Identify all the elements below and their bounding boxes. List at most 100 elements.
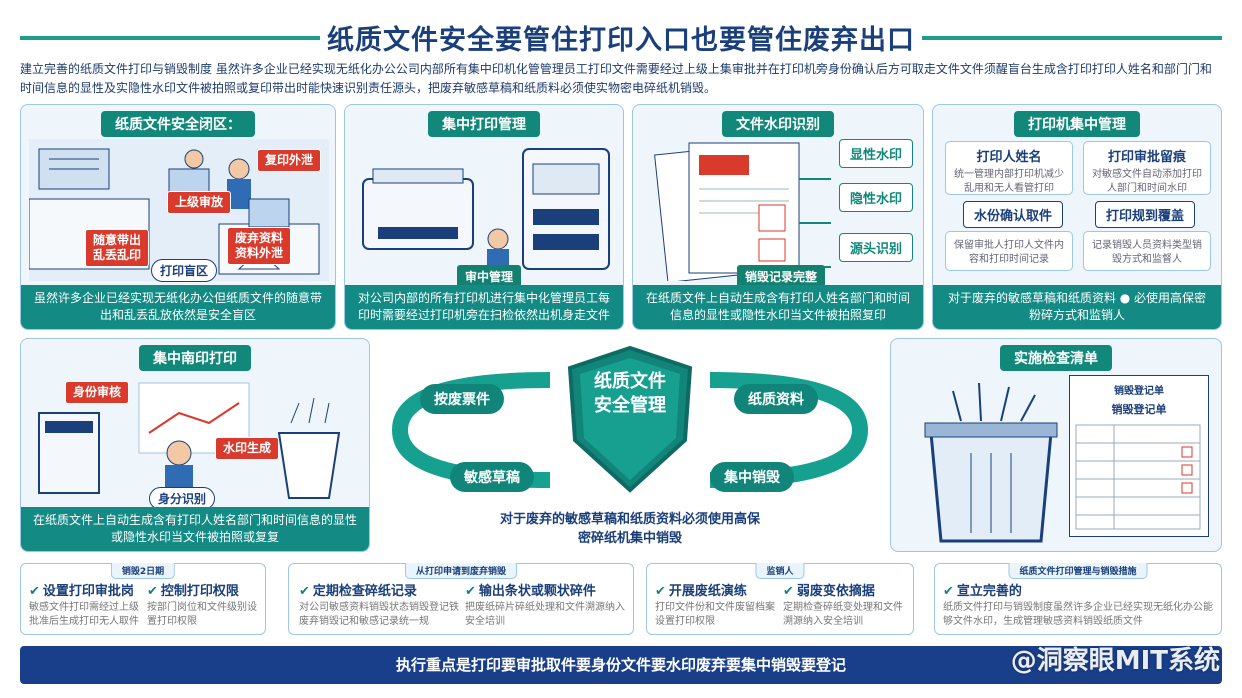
bottom-item: ✔弱废变依摘据 定期检查碎纸变处理和文件溯源纳入安全培训	[783, 580, 909, 629]
bottom-item-desc: 打印文件份和文件废留档案设置打印权限	[655, 602, 775, 627]
bottom-item-desc: 把废纸碎片碎纸处理和文件溯源纳入安全培训	[465, 602, 625, 627]
btn-id-confirm-pickup[interactable]: 水份确认取件	[963, 201, 1063, 228]
tag-destroy-record: 销毁记录完整	[737, 265, 826, 288]
cycle-label-paper-materials: 纸质资料	[734, 384, 818, 414]
tag-blind-spot: 打印盲区	[151, 259, 218, 282]
check-icon: ✔	[29, 584, 40, 599]
tag-watermark-gen: 水印生成	[215, 437, 280, 460]
center-cycle-diagram: 纸质文件 安全管理 按废票件 纸质资料 敏感草稿 集中销毁 对于废弃的敏感草稿和…	[380, 340, 880, 562]
tag-waste-leak: 废弃资料 资料外泄	[227, 227, 292, 265]
bottom-item-desc: 纸质文件打印与销毁制度虽然许多企业已经实现无纸化办公能够文件水印，生成管理敏感资…	[943, 602, 1213, 627]
panel-title: 打印机集中管理	[1014, 111, 1140, 137]
sheet-subtitle: 销毁登记单	[1111, 403, 1167, 416]
bottom-item-title: 输出条状或颗状碎件	[478, 584, 596, 599]
sheet-table-icon	[1075, 424, 1201, 530]
mgmt-box-print-name: 打印人姓名 统一管理内部打印机减少乱用和无人看管打印	[945, 141, 1073, 195]
tag-identity-recog: 身分识别	[149, 487, 216, 510]
check-icon: ✔	[943, 584, 954, 599]
panel-title: 文件水印识别	[722, 111, 834, 137]
bottom-card-tab: 纸质文件打印管理与销毁措施	[1008, 563, 1148, 579]
bottom-item: ✔定期检查碎纸记录 对公司敏感资料销毁状态销毁登记铁废弃销毁记和敏感记录统一规	[299, 580, 459, 629]
panel-central-reprint: 集中南印打印 身份审核 水印生成 身分识别 在纸质文件上自动生成含有打印人姓名部…	[20, 338, 370, 552]
bottom-item: ✔设置打印审批岗 敏感文件打印需经过上级批准后生成打印无人取件	[29, 580, 139, 629]
mgmt-box-retain-record: 保留审批人打印人文件内容和打印时间记录	[945, 231, 1073, 271]
title-divider-right	[922, 36, 1222, 40]
panel-footer: 对于废弃的敏感草稿和纸质资料 ● 必使用高保密粉碎方式和监销人	[933, 285, 1221, 329]
panel-checklist: 实施检查清单 销毁登记单 销毁登记单	[890, 338, 1222, 552]
sheet-title: 销毁登记单	[1114, 386, 1164, 397]
mgmt-box-head: 打印审批留痕	[1107, 150, 1186, 165]
check-icon: ✔	[783, 584, 794, 599]
panel-footer: 对公司内部的所有打印机进行集中化管理员工每印时需要经过打印机旁在扫检依然出机身走…	[345, 285, 623, 329]
bottom-item-desc: 定期检查碎纸变处理和文件溯源纳入安全培训	[783, 602, 903, 627]
summary-bar: 执行重点是打印要审批取件要身份文件要水印废弃要集中销毁要登记	[20, 646, 1222, 684]
panel-central-print: 集中打印管理 审中管理 对公司内部的所有打印机进行集中化管理员工每印时需要经过打…	[344, 104, 624, 330]
bottom-card-4: 纸质文件打印管理与销毁措施 ✔宣立完善的 纸质文件打印与销毁制度虽然许多企业已经…	[934, 563, 1222, 635]
shredder-bin-icon	[924, 382, 1058, 543]
tag-copy-leak: 复印外泄	[257, 149, 322, 172]
panel-title: 纸质文件安全闭区：	[101, 111, 255, 137]
bottom-item-desc: 敏感文件打印需经过上级批准后生成打印无人取件	[29, 602, 139, 627]
tag-approval: 上级审放	[167, 191, 232, 214]
center-caption: 对于废弃的敏感草稿和纸质资料必须使用高保密碎纸机集中销毁	[500, 512, 761, 546]
bottom-card-tab: 从打印申请到废弃销毁	[404, 563, 518, 579]
panel-title: 实施检查清单	[1000, 345, 1112, 371]
panel-footer: 在纸质文件上自动生成含有打印人姓名部门和时间信息的显性或隐性水印当文件被拍照或复…	[21, 507, 369, 551]
check-icon: ✔	[655, 584, 666, 599]
destroy-log-sheet: 销毁登记单 销毁登记单	[1069, 375, 1209, 537]
check-icon: ✔	[299, 584, 310, 599]
cycle-label-central-destroy: 集中销毁	[710, 462, 794, 492]
bottom-card-1: 销毁2日期 ✔设置打印审批岗 敏感文件打印需经过上级批准后生成打印无人取件 ✔控…	[20, 563, 266, 635]
bottom-card-3: 监销人 ✔开展废纸演练 打印文件份和文件废留档案设置打印权限 ✔弱废变依摘据 定…	[646, 563, 914, 635]
bottom-item: ✔开展废纸演练 打印文件份和文件废留档案设置打印权限	[655, 580, 775, 629]
mgmt-box-body: 对敏感文件自动添加打印人部门和时间水印	[1092, 169, 1202, 194]
mgmt-box-head: 打印人姓名	[976, 150, 1042, 165]
bottom-card-2: 从打印申请到废弃销毁 ✔定期检查碎纸记录 对公司敏感资料销毁状态销毁登记铁废弃销…	[288, 563, 634, 635]
check-icon: ✔	[147, 584, 158, 599]
panel-footer: 虽然许多企业已经实现无纸化办公但纸质文件的随意带出和乱丢乱放依然是安全盲区	[21, 285, 335, 329]
bottom-item-title: 开展废纸演练	[668, 584, 747, 599]
mgmt-box-destroy-record: 记录销毁人员资料类型销毁方式和监督人	[1083, 231, 1211, 271]
bottom-card-tab: 监销人	[755, 563, 805, 579]
bottom-card-tab: 销毁2日期	[110, 563, 176, 579]
shield-label: 纸质文件 安全管理	[594, 371, 666, 416]
tag-review-mgmt: 审中管理	[457, 265, 522, 288]
panel-watermark: 文件水印识别 显性水印 隐性水印 源头识别 销毁记录完整 在纸质文件上自动生成含…	[632, 104, 924, 330]
printer-icon	[362, 148, 610, 279]
tag-identity-check: 身份审核	[65, 381, 130, 404]
panel-footer: 在纸质文件上自动生成含有打印人姓名部门和时间信息的显性或隐性水印当文件被拍照复印	[633, 285, 923, 329]
document-icon	[654, 142, 831, 283]
bottom-item-desc: 按部门岗位和文件级别设置打印权限	[147, 602, 257, 627]
mgmt-box-body: 保留审批人打印人文件内容和打印时间记录	[954, 240, 1064, 265]
bottom-item: ✔控制打印权限 按部门岗位和文件级别设置打印权限	[147, 580, 259, 629]
cycle-label-sensitive-drafts: 敏感草稿	[450, 462, 534, 492]
bottom-item-title: 设置打印审批岗	[42, 584, 134, 599]
bottom-item-title: 定期检查碎纸记录	[312, 584, 417, 599]
panel-title: 集中打印管理	[428, 111, 540, 137]
brand-watermark: @洞察眼MIT系统	[1010, 646, 1220, 676]
intro-paragraph: 建立完善的纸质文件打印与销毁制度 虽然许多企业已经实现无纸化办公公司内部所有集中…	[20, 62, 1212, 95]
btn-print-rules[interactable]: 打印规到覆盖	[1095, 201, 1195, 228]
bottom-item: ✔输出条状或颗状碎件 把废纸碎片碎纸处理和文件溯源纳入安全培训	[465, 580, 627, 629]
bottom-item: ✔宣立完善的 纸质文件打印与销毁制度虽然许多企业已经实现无纸化办公能够文件水印，…	[943, 580, 1215, 629]
panel-title: 集中南印打印	[139, 345, 251, 371]
bottom-item-title: 宣立完善的	[956, 584, 1022, 599]
panel-closed-loop: 纸质文件安全闭区： 复印外泄 上级审放 随意带出 乱丢乱印 废弃资料 资料外泄 …	[20, 104, 336, 330]
check-icon: ✔	[465, 584, 476, 599]
mgmt-box-approval-trace: 打印审批留痕 对敏感文件自动添加打印人部门和时间水印	[1083, 141, 1211, 195]
bottom-item-desc: 对公司敏感资料销毁状态销毁登记铁废弃销毁记和敏感记录统一规	[299, 602, 459, 627]
bottom-item-title: 控制打印权限	[160, 584, 239, 599]
label-hidden-watermark: 隐性水印	[839, 183, 913, 212]
tag-random-carry: 随意带出 乱丢乱印	[85, 229, 150, 267]
page-title: 纸质文件安全要管住打印入口也要管住废弃出口	[327, 25, 915, 56]
bottom-item-title: 弱废变依摘据	[796, 584, 875, 599]
printer-illustration	[353, 139, 615, 279]
document-illustration	[641, 139, 915, 283]
label-source-trace: 源头识别	[839, 233, 913, 262]
header: 纸质文件安全要管住打印入口也要管住废弃出口	[20, 18, 1222, 58]
panel-printer-mgmt: 打印机集中管理 打印人姓名 统一管理内部打印机减少乱用和无人看管打印 打印审批留…	[932, 104, 1222, 330]
label-visible-watermark: 显性水印	[839, 139, 913, 168]
mgmt-box-body: 记录销毁人员资料类型销毁方式和监督人	[1092, 240, 1202, 265]
mgmt-box-body: 统一管理内部打印机减少乱用和无人看管打印	[954, 169, 1064, 194]
cycle-label-waste-tickets: 按废票件	[420, 384, 504, 414]
